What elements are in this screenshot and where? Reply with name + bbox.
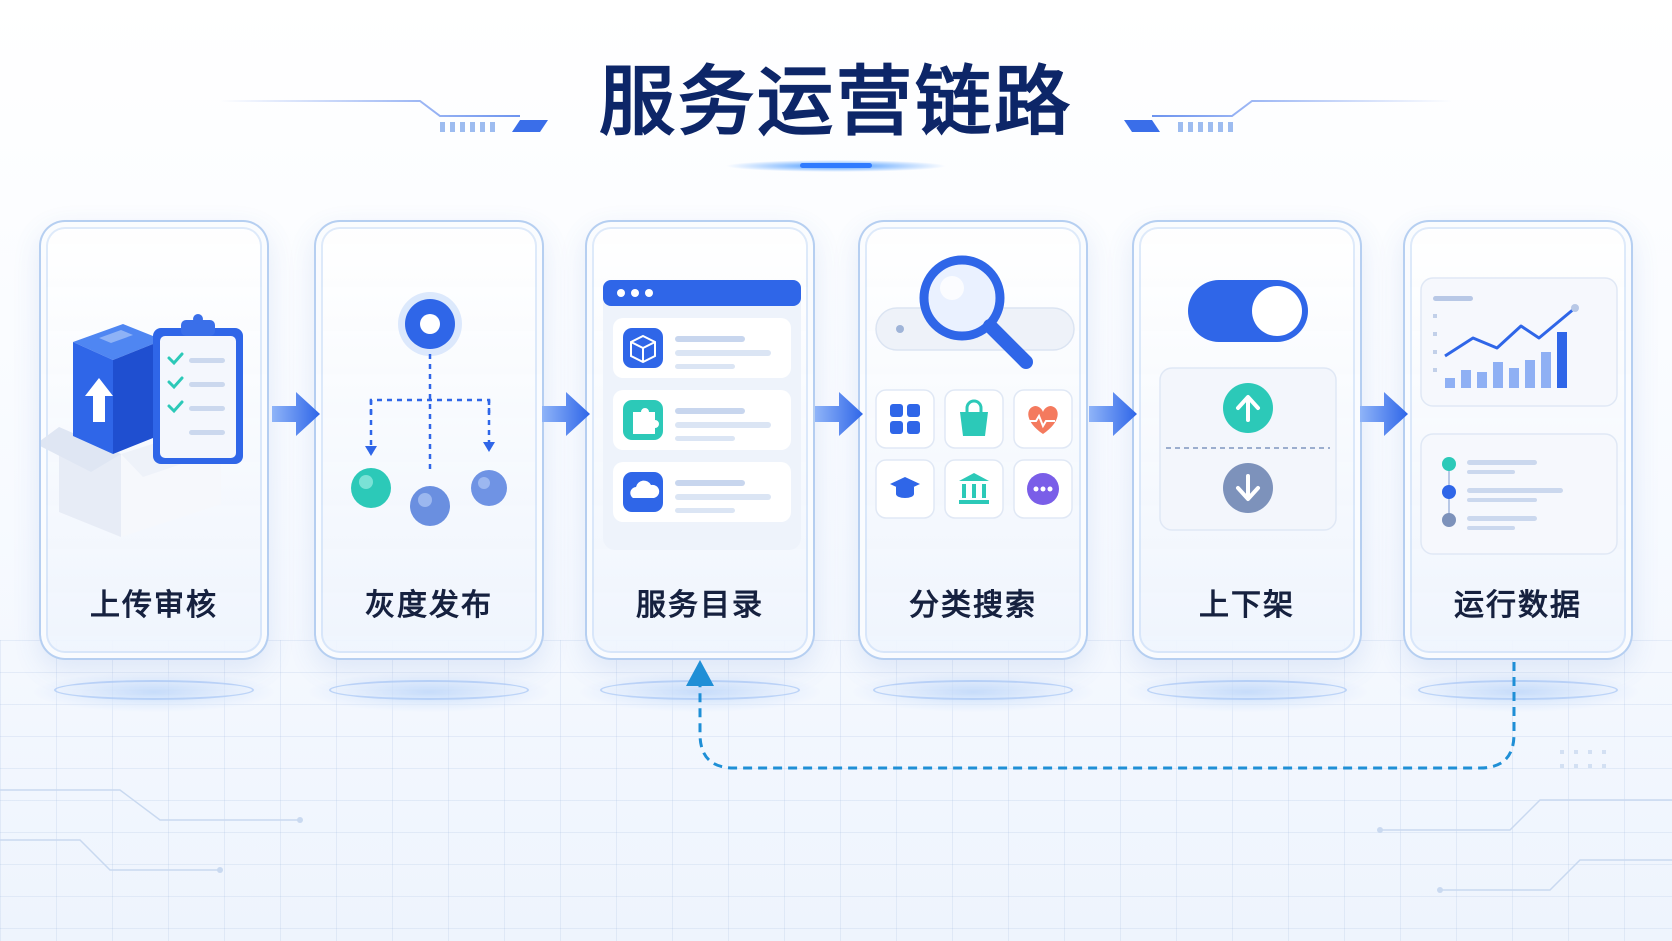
step-label: 上传审核 — [90, 588, 218, 623]
step-label: 运行数据 — [1454, 588, 1582, 623]
step-card-category-search[interactable]: 分类搜索 — [858, 220, 1088, 660]
upload-review-icon — [41, 314, 243, 537]
flow-arrow-right-icon — [1360, 392, 1408, 436]
step-card-toggle-shelf[interactable]: 上下架 — [1132, 220, 1362, 660]
card-pedestal — [309, 672, 549, 712]
flow-arrow-right-icon — [272, 392, 320, 436]
flow-arrow-right-icon — [815, 392, 863, 436]
title-decoration — [220, 100, 1452, 172]
category-search-icon — [875, 255, 1075, 519]
gray-release-tree-icon — [351, 292, 507, 526]
flow-arrow-right-icon — [1089, 392, 1137, 436]
step-card-upload-review[interactable]: 上传审核 — [39, 220, 269, 660]
step-label: 服务目录 — [636, 588, 764, 623]
runtime-data-icon — [1420, 277, 1618, 555]
page-title: 服务运营链路 — [599, 57, 1073, 146]
card-pedestal — [1398, 672, 1638, 712]
card-pedestal — [853, 672, 1093, 712]
step-label: 灰度发布 — [365, 588, 493, 623]
flow-arrow-right-icon — [542, 392, 590, 436]
step-card-service-catalog[interactable]: 服务目录 — [585, 220, 815, 660]
step-card-gray-release[interactable]: 灰度发布 — [314, 220, 544, 660]
toggle-shelf-icon — [1159, 280, 1337, 531]
card-pedestal — [1127, 672, 1367, 712]
card-pedestal — [580, 672, 820, 712]
service-catalog-icon — [603, 280, 801, 550]
step-label: 分类搜索 — [909, 588, 1037, 623]
card-pedestal — [34, 672, 274, 712]
step-card-runtime-data[interactable]: 运行数据 — [1403, 220, 1633, 660]
step-label: 上下架 — [1199, 588, 1295, 623]
